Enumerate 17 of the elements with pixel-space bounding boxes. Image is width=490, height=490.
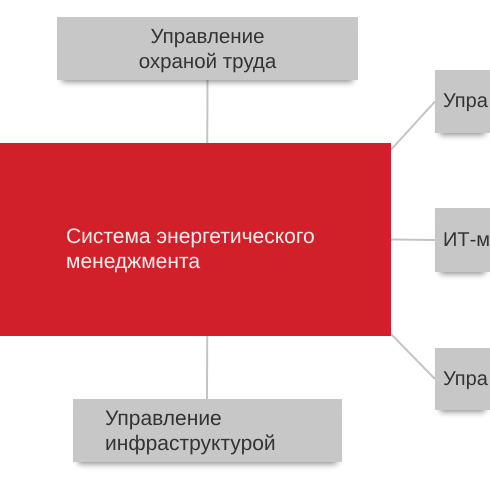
process-box [57,17,358,80]
box-title: Система энергетического менеджмента [66,224,316,274]
connector-line [390,333,436,380]
box-label: Упра [443,89,488,114]
central-box [0,143,391,336]
process-box [435,70,490,133]
process-box [435,348,490,410]
connector-line [206,336,208,399]
connector-line [390,100,436,150]
connector-line [206,80,208,143]
box-label: Управление охраной труда [138,24,278,74]
box-label: Управление инфраструктурой [105,406,277,456]
process-box [73,399,342,462]
box-label: ИТ-м [443,228,490,252]
process-box [435,208,490,272]
box-label: Упра [443,366,488,392]
connector-line [390,238,436,241]
